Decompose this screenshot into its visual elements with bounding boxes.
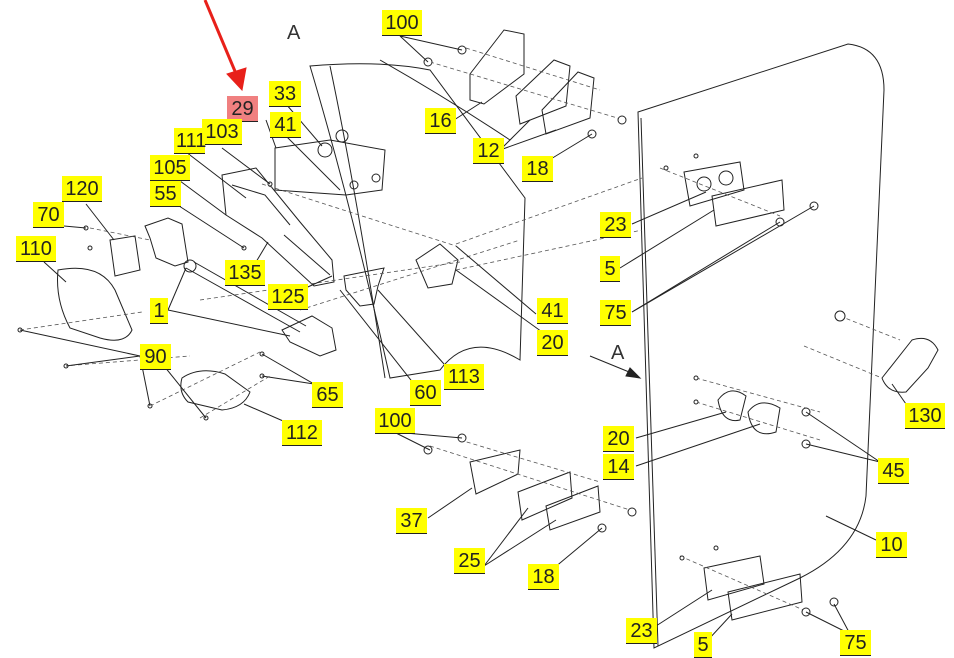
view-letter-a-top: A bbox=[287, 22, 301, 44]
callout-65: 65 bbox=[312, 382, 343, 408]
callout-14: 14 bbox=[603, 454, 634, 480]
callout-60: 60 bbox=[410, 380, 441, 406]
cabin-wall-section bbox=[309, 63, 526, 379]
plate-14 bbox=[747, 402, 781, 435]
callout-16: 16 bbox=[425, 108, 456, 134]
callout-105: 105 bbox=[150, 155, 190, 181]
callout-120: 120 bbox=[62, 176, 102, 202]
callout-18-bottom: 18 bbox=[528, 564, 559, 590]
lever bbox=[281, 315, 337, 357]
callout-12: 12 bbox=[473, 138, 504, 164]
callout-103: 103 bbox=[202, 119, 242, 145]
door-panel bbox=[637, 43, 885, 649]
callout-25: 25 bbox=[454, 548, 485, 574]
plate-25a bbox=[517, 471, 573, 521]
callout-1: 1 bbox=[150, 298, 168, 324]
callout-112: 112 bbox=[282, 420, 322, 446]
callout-33: 33 bbox=[269, 81, 301, 107]
view-letter-a-side: A bbox=[611, 342, 625, 364]
callout-5-bottom: 5 bbox=[694, 632, 712, 658]
callout-18-top: 18 bbox=[522, 156, 553, 182]
red-pointer-arrow bbox=[203, 0, 247, 92]
hinge-5-top bbox=[711, 179, 785, 227]
plate-33 bbox=[274, 139, 386, 196]
callout-70: 70 bbox=[33, 202, 64, 228]
callout-41-mid: 41 bbox=[537, 298, 568, 324]
callout-75-bottom: 75 bbox=[840, 630, 871, 656]
callout-29: 29 bbox=[227, 96, 258, 122]
callout-75-top: 75 bbox=[600, 300, 631, 326]
callout-110: 110 bbox=[16, 236, 56, 262]
bracket-16 bbox=[469, 29, 525, 105]
callout-20-mid: 20 bbox=[537, 330, 568, 356]
outside-handle-130 bbox=[881, 337, 939, 393]
callout-23-bottom: 23 bbox=[626, 618, 657, 644]
plate-41 bbox=[415, 243, 459, 289]
callout-41-top: 41 bbox=[270, 112, 301, 138]
inner-handle-113 bbox=[343, 267, 385, 307]
shaft bbox=[185, 261, 307, 333]
callout-100-top: 100 bbox=[382, 10, 422, 36]
latch-block bbox=[109, 235, 141, 277]
cover-112 bbox=[180, 370, 251, 411]
callout-111: 111 bbox=[174, 128, 207, 154]
hinge-plate-23-top bbox=[683, 161, 745, 207]
view-direction-arrow bbox=[589, 355, 642, 379]
callout-5-top: 5 bbox=[600, 256, 620, 282]
plate-12b bbox=[541, 71, 595, 135]
hinge-5-bottom bbox=[727, 573, 803, 621]
plate-12a bbox=[515, 59, 571, 125]
callout-113: 113 bbox=[444, 364, 484, 390]
callout-130: 130 bbox=[905, 403, 945, 429]
bracket bbox=[144, 217, 189, 267]
callout-45: 45 bbox=[878, 458, 909, 484]
plate-25b bbox=[545, 485, 601, 531]
callout-20-lower: 20 bbox=[603, 426, 634, 452]
callout-23-top: 23 bbox=[600, 212, 631, 238]
callout-90: 90 bbox=[140, 344, 171, 370]
callout-55: 55 bbox=[150, 181, 181, 207]
hinge-plate-23-bottom bbox=[703, 555, 765, 601]
cover-110 bbox=[57, 267, 133, 341]
callout-10: 10 bbox=[876, 532, 907, 558]
callout-125: 125 bbox=[268, 284, 308, 310]
callout-100-bottom: 100 bbox=[375, 408, 415, 434]
callout-135: 135 bbox=[225, 260, 265, 286]
callout-37: 37 bbox=[396, 508, 427, 534]
plate-20 bbox=[717, 390, 747, 422]
